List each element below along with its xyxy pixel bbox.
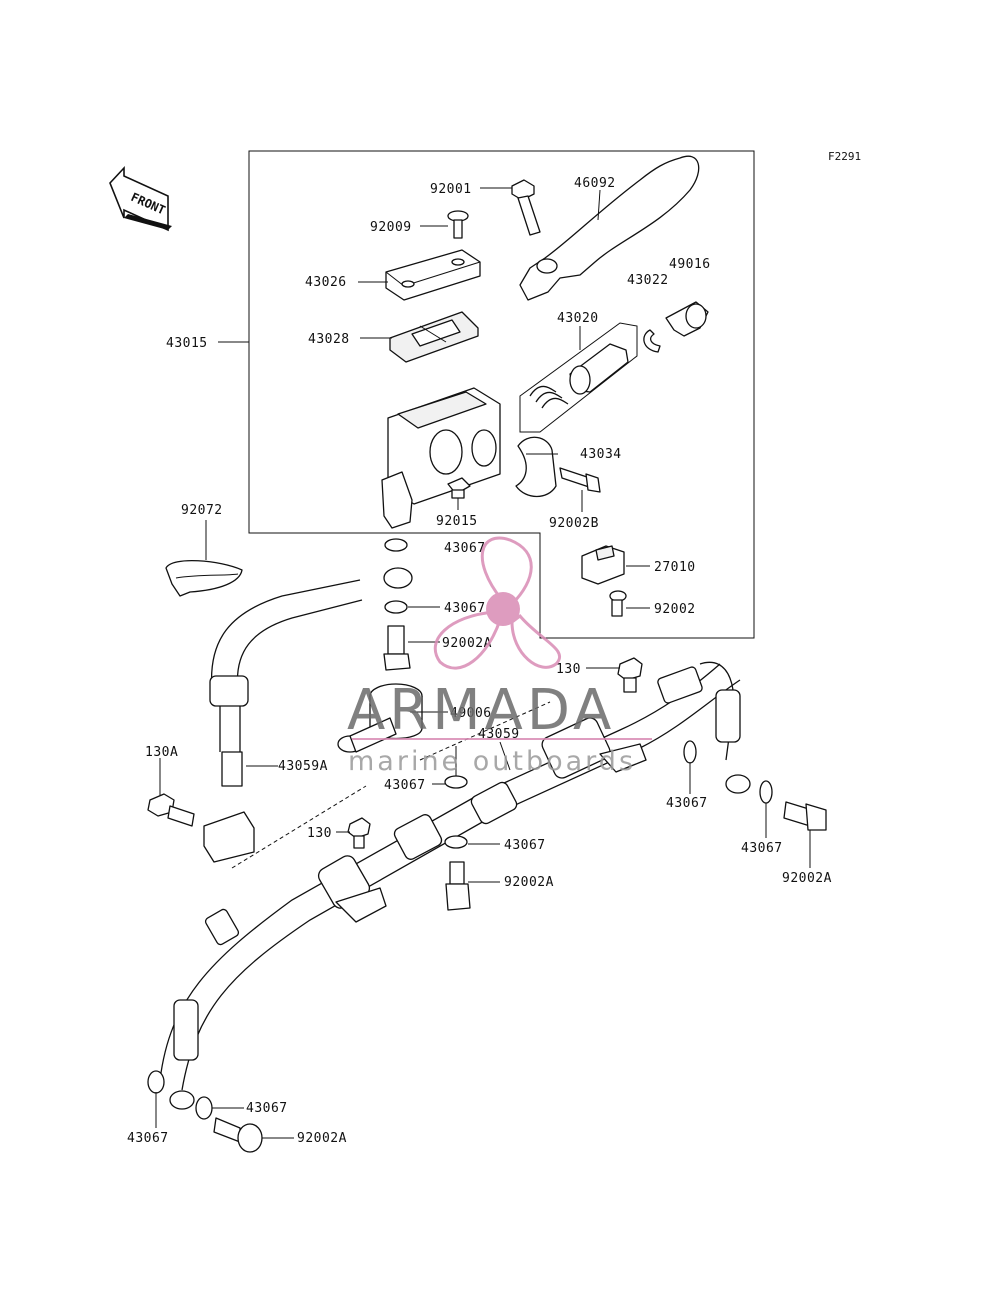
label-92001: 92001: [430, 182, 472, 197]
label-130A: 130A: [145, 745, 178, 760]
upper-brake-hose-part: [203, 567, 413, 863]
label-43026: 43026: [305, 275, 347, 290]
watermark-subtitle: marine outboards: [348, 746, 636, 777]
watermark-title: ARMADA: [347, 678, 615, 743]
label-43067-e: 43067: [504, 838, 546, 853]
label-43020: 43020: [557, 311, 599, 326]
label-92009: 92009: [370, 220, 412, 235]
label-49016: 49016: [669, 257, 711, 272]
bleeder-cap-part: [337, 683, 423, 753]
assembly-dash-line: [231, 785, 367, 869]
piston-kit-outline: [519, 322, 638, 433]
brake-switch-part: [581, 545, 625, 585]
leader-lines: [155, 187, 811, 1139]
label-92002A-b: 92002A: [504, 875, 554, 890]
hose-clamp-strap-part: [165, 559, 243, 597]
brake-lever-part: [519, 155, 700, 301]
label-43028: 43028: [308, 332, 350, 347]
clamp-bolt-part: [559, 467, 601, 493]
hose-bracket-bolt-part: [147, 793, 195, 827]
label-43067-f: 43067: [741, 841, 783, 856]
watermark: ARMADA marine outboards: [347, 536, 652, 777]
label-92002A-d: 92002A: [297, 1131, 347, 1146]
label-46092: 46092: [574, 176, 616, 191]
label-92015: 92015: [436, 514, 478, 529]
switch-screw-part: [609, 590, 627, 617]
label-49006: 49006: [450, 706, 492, 721]
label-130-a: 130: [556, 662, 581, 677]
dust-boot-part: [665, 301, 709, 337]
label-43067-c: 43067: [384, 778, 426, 793]
circlip-part: [643, 329, 661, 353]
propeller-logo-icon: [433, 536, 562, 670]
banjo-bolts-lower-part: [213, 801, 827, 1153]
assembly-dash-line-2: [419, 701, 551, 761]
pivot-bolt-part: [511, 179, 541, 236]
label-43015: 43015: [166, 336, 208, 351]
label-43067-g: 43067: [246, 1101, 288, 1116]
label-92072: 92072: [181, 503, 223, 518]
cap-screw-part: [447, 210, 469, 239]
label-43067-b: 43067: [444, 601, 486, 616]
label-27010: 27010: [654, 560, 696, 575]
assembly-frame: [248, 150, 755, 639]
label-130-b: 130: [307, 826, 332, 841]
washer-part: [384, 538, 408, 614]
banjo-bolt-part: [383, 625, 411, 671]
label-43067-a: 43067: [444, 541, 486, 556]
label-92002B: 92002B: [549, 516, 599, 531]
label-92002A-c: 92002A: [782, 871, 832, 886]
label-43059A: 43059A: [278, 759, 328, 774]
label-92002: 92002: [654, 602, 696, 617]
handlebar-clamp-part: [515, 436, 557, 498]
piston-kit-part: [529, 343, 629, 409]
label-43034: 43034: [580, 447, 622, 462]
bolt-130-part: [617, 657, 643, 693]
master-cylinder-body-part: [381, 387, 501, 529]
reservoir-cap-part: [385, 249, 481, 301]
label-92002A-a: 92002A: [442, 636, 492, 651]
bolt-130-lower-part: [347, 817, 371, 849]
label-43022: 43022: [627, 273, 669, 288]
figure-code: F2291: [828, 150, 861, 163]
label-43067-h: 43067: [127, 1131, 169, 1146]
front-arrow-icon: FRONT: [109, 165, 172, 232]
label-43067-d: 43067: [666, 796, 708, 811]
diaphragm-part: [389, 311, 479, 363]
brake-hose-joint-part: [159, 661, 751, 1110]
